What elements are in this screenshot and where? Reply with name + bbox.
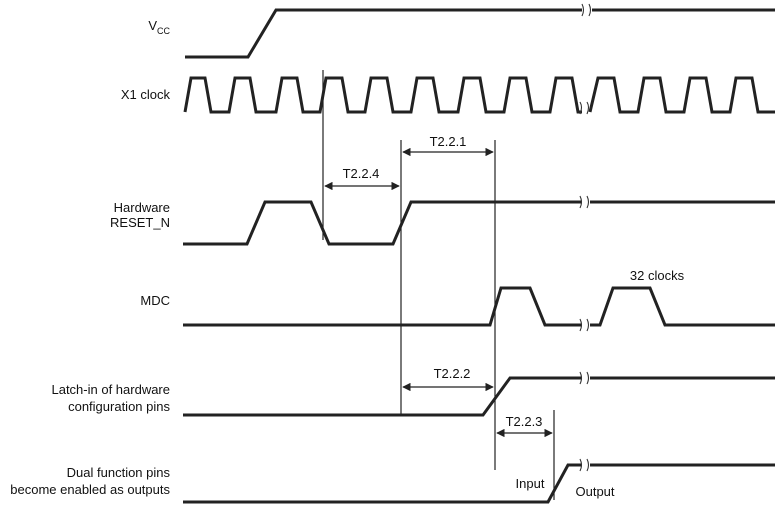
latch-label-line1: Latch-in of hardware [51, 382, 170, 397]
reset-label-line2: RESET_N [110, 215, 170, 230]
mdc-waveform-after-break [590, 286, 775, 327]
mdc-break-mark [579, 318, 590, 332]
vcc-label: VCC [148, 18, 170, 36]
annotation-input: Input [516, 476, 545, 491]
clock-label: X1 clock [121, 87, 171, 102]
timing-t223: T2.2.3 [506, 414, 543, 429]
annotation-output: Output [575, 484, 614, 499]
clock-waveform [183, 76, 582, 114]
vcc-break-mark [581, 3, 592, 17]
annotation-32-clocks: 32 clocks [630, 268, 685, 283]
timing-t222: T2.2.2 [434, 366, 471, 381]
latch-waveform [183, 376, 582, 417]
dual-label-line1: Dual function pins [67, 465, 171, 480]
mdc-waveform [183, 286, 582, 327]
reset-waveform [183, 200, 582, 246]
mdc-label: MDC [140, 293, 170, 308]
reset-break-mark [579, 195, 590, 209]
dual-break-mark [579, 458, 590, 472]
timing-t224: T2.2.4 [343, 166, 380, 181]
reset-label-line1: Hardware [114, 200, 170, 215]
timing-t221: T2.2.1 [430, 134, 467, 149]
dual-waveform [183, 463, 582, 504]
vcc-waveform [185, 8, 582, 59]
latch-break-mark [579, 371, 590, 385]
clock-break-mark [579, 101, 590, 115]
latch-label-line2: configuration pins [68, 399, 170, 414]
clock-waveform-after-break [588, 76, 775, 114]
dual-label-line2: become enabled as outputs [10, 482, 170, 497]
